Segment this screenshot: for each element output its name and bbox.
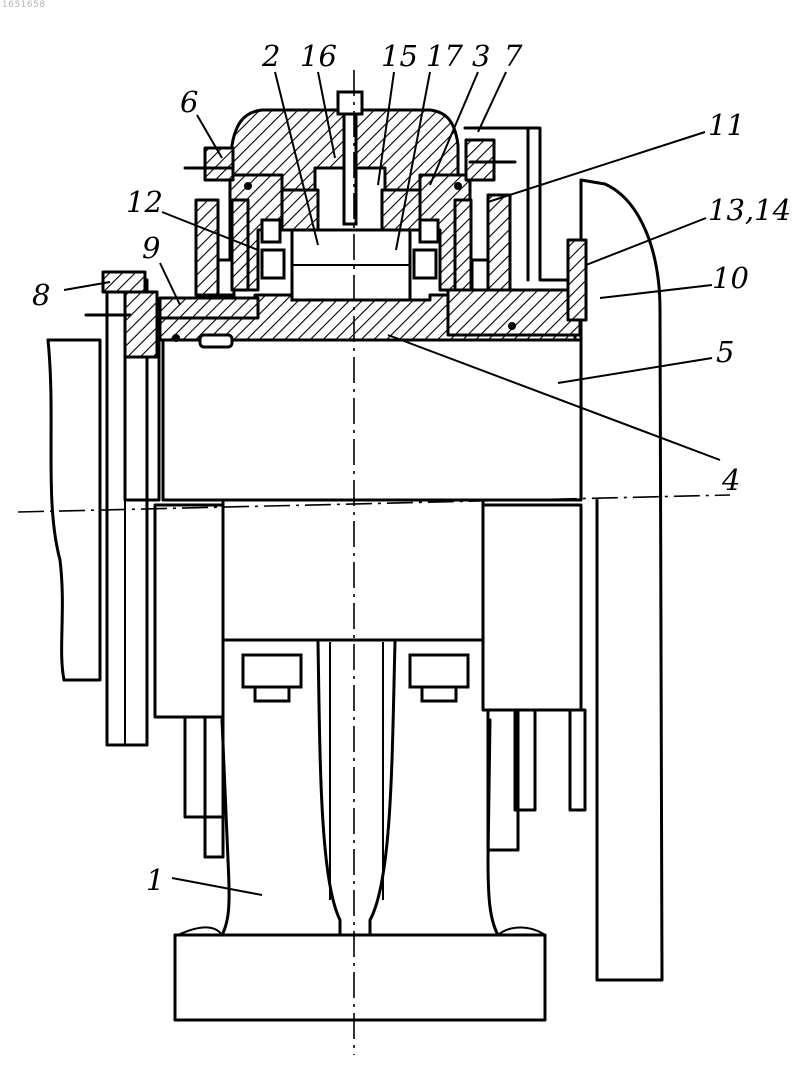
svg-text:15: 15 bbox=[381, 39, 418, 73]
svg-text:11: 11 bbox=[708, 108, 745, 142]
svg-text:6: 6 bbox=[180, 85, 198, 119]
svg-text:1: 1 bbox=[146, 863, 164, 897]
callout-10: 10 bbox=[600, 261, 749, 298]
svg-text:9: 9 bbox=[142, 231, 160, 265]
callout-8: 8 bbox=[32, 278, 110, 312]
svg-text:7: 7 bbox=[504, 39, 523, 73]
callout-4: 4 bbox=[388, 335, 740, 497]
callout-5: 5 bbox=[558, 335, 734, 383]
svg-text:4: 4 bbox=[721, 463, 740, 497]
svg-text:5: 5 bbox=[716, 335, 734, 369]
svg-text:12: 12 bbox=[126, 185, 163, 219]
svg-text:16: 16 bbox=[300, 39, 337, 73]
svg-text:2: 2 bbox=[261, 39, 280, 73]
bearing-housing bbox=[230, 92, 470, 300]
lower-stand bbox=[175, 500, 585, 1020]
callout-6: 6 bbox=[180, 85, 222, 158]
svg-text:13,14: 13,14 bbox=[708, 193, 791, 227]
svg-text:3: 3 bbox=[472, 39, 490, 73]
svg-text:10: 10 bbox=[712, 261, 749, 295]
central-frame-block bbox=[163, 340, 581, 500]
svg-text:17: 17 bbox=[426, 39, 463, 73]
svg-text:8: 8 bbox=[32, 278, 50, 312]
callout-1: 1 bbox=[146, 863, 262, 897]
callout-13-14: 13,14 bbox=[586, 193, 791, 265]
right-casing bbox=[581, 180, 662, 980]
